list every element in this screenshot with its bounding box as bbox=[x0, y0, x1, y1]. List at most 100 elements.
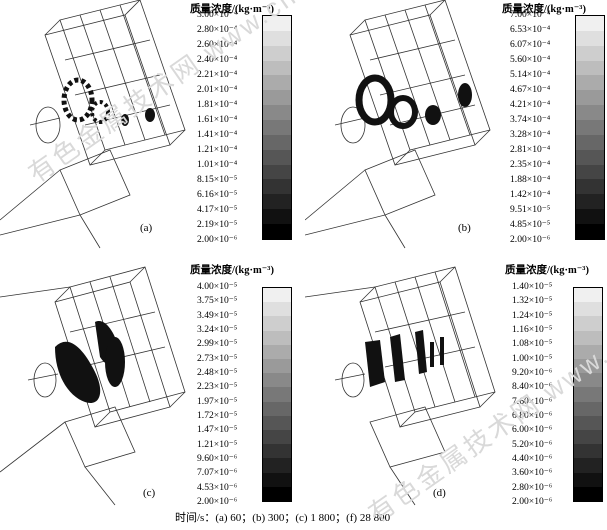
colorbar-tick-label: 1.08×10⁻⁵ bbox=[512, 338, 553, 350]
colorbar-swatch bbox=[574, 288, 602, 303]
colorbar-tick-label: 1.24×10⁻⁵ bbox=[512, 309, 553, 321]
colorbar-title: 质量浓度/(kg·m⁻³) bbox=[190, 265, 274, 276]
colorbar-tick-label: 4.85×10⁻⁵ bbox=[510, 219, 551, 230]
figure-caption: 时间/s：(a) 60；(b) 300；(c) 1 800；(f) 28 800 bbox=[175, 512, 391, 524]
colorbar-swatch bbox=[576, 45, 604, 61]
colorbar-swatch bbox=[263, 120, 291, 135]
colorbar-swatch bbox=[574, 373, 602, 388]
colorbar-tick-label: 4.17×10⁻⁵ bbox=[197, 204, 238, 215]
colorbar-swatch bbox=[263, 134, 291, 150]
colorbar-swatch bbox=[576, 134, 604, 150]
colorbar-swatch bbox=[576, 120, 604, 135]
colorbar-swatch bbox=[574, 415, 602, 431]
equipment-wireframe bbox=[305, 0, 491, 249]
colorbar-swatch bbox=[574, 330, 602, 345]
colorbar-swatch bbox=[574, 472, 602, 487]
colorbar-tick-label: 2.73×10⁻⁵ bbox=[197, 352, 238, 364]
colorbar-tick-label: 8.40×10⁻⁶ bbox=[512, 381, 553, 393]
colorbar-swatch bbox=[263, 472, 291, 487]
colorbar-swatch bbox=[263, 179, 291, 195]
concentration-blobs bbox=[355, 74, 472, 129]
colorbar-swatch bbox=[574, 444, 602, 459]
colorbar-swatch bbox=[574, 401, 602, 416]
colorbar-swatch bbox=[263, 387, 291, 402]
colorbar-tick-label: 7.07×10⁻⁶ bbox=[197, 467, 238, 479]
colorbar bbox=[573, 287, 603, 502]
colorbar bbox=[575, 15, 605, 240]
colorbar-title: 质量浓度/(kg·m⁻³) bbox=[505, 265, 589, 276]
colorbar-tick-label: 4.67×10⁻⁴ bbox=[510, 84, 551, 95]
colorbar-tick-label: 9.51×10⁻⁵ bbox=[510, 204, 551, 215]
colorbar-tick-label: 3.24×10⁻⁵ bbox=[197, 324, 238, 335]
colorbar-tick-label: 5.14×10⁻⁴ bbox=[510, 69, 551, 80]
panel-label: (b) bbox=[458, 222, 471, 234]
colorbar-tick-label: 3.49×10⁻⁵ bbox=[197, 309, 238, 321]
colorbar-tick-label: 6.53×10⁻⁴ bbox=[510, 24, 551, 35]
colorbar-swatch bbox=[263, 302, 291, 317]
colorbar-swatch bbox=[263, 415, 291, 431]
colorbar-swatch bbox=[263, 401, 291, 416]
colorbar-tick-label: 2.21×10⁻⁴ bbox=[197, 69, 238, 80]
colorbar-swatch bbox=[574, 387, 602, 402]
colorbar-tick-label: 1.88×10⁻⁴ bbox=[510, 174, 551, 185]
colorbar-tick-label: 1.42×10⁻⁴ bbox=[510, 189, 551, 200]
colorbar-swatch bbox=[576, 164, 604, 180]
colorbar-tick-label: 6.07×10⁻⁴ bbox=[510, 39, 551, 50]
colorbar-tick-label: 8.15×10⁻⁵ bbox=[197, 174, 238, 185]
colorbar-tick-label: 3.60×10⁻⁶ bbox=[512, 467, 553, 479]
concentration-blobs bbox=[61, 77, 155, 126]
colorbar-tick-label: 2.01×10⁻⁴ bbox=[197, 84, 238, 95]
colorbar-tick-label: 2.00×10⁻⁶ bbox=[197, 496, 238, 507]
colorbar-tick-label: 3.00×10⁻⁴ bbox=[197, 9, 238, 20]
colorbar-tick-label: 6.16×10⁻⁵ bbox=[197, 189, 238, 200]
colorbar-tick-label: 5.60×10⁻⁴ bbox=[510, 54, 551, 65]
colorbar-tick-label: 1.32×10⁻⁵ bbox=[512, 295, 553, 307]
colorbar-swatch bbox=[263, 224, 291, 239]
colorbar-swatch bbox=[576, 60, 604, 76]
colorbar-tick-label: 2.80×10⁻⁶ bbox=[512, 481, 553, 493]
colorbar-swatch bbox=[263, 373, 291, 388]
panel-label: (c) bbox=[143, 487, 156, 499]
colorbar-swatch bbox=[263, 344, 291, 360]
colorbar-tick-label: 2.00×10⁻⁶ bbox=[512, 496, 553, 507]
colorbar-tick-label: 1.61×10⁻⁴ bbox=[197, 114, 238, 125]
colorbar-swatch bbox=[576, 75, 604, 91]
colorbar-tick-label: 3.28×10⁻⁴ bbox=[510, 129, 551, 140]
colorbar-swatch bbox=[263, 90, 291, 106]
colorbar-tick-label: 1.21×10⁻⁵ bbox=[197, 438, 238, 450]
colorbar-tick-label: 7.00×10⁻⁴ bbox=[510, 9, 551, 20]
colorbar-swatch bbox=[576, 194, 604, 210]
colorbar-tick-label: 1.72×10⁻⁵ bbox=[197, 410, 238, 421]
colorbar-tick-label: 1.41×10⁻⁴ bbox=[197, 129, 238, 140]
colorbar-swatch bbox=[263, 316, 291, 331]
colorbar-tick-label: 2.81×10⁻⁴ bbox=[510, 144, 551, 155]
colorbar-swatch bbox=[263, 75, 291, 91]
equipment-wireframe bbox=[305, 266, 496, 506]
colorbar-tick-label: 3.74×10⁻⁴ bbox=[510, 114, 551, 125]
colorbar-swatch bbox=[263, 209, 291, 225]
colorbar-swatch bbox=[576, 16, 604, 31]
colorbar-swatch bbox=[574, 430, 602, 445]
colorbar-title: 质量浓度/(kg·m⁻³) bbox=[190, 4, 274, 15]
colorbar-swatch bbox=[574, 302, 602, 317]
colorbar-swatch bbox=[263, 164, 291, 180]
colorbar-tick-label: 4.40×10⁻⁶ bbox=[512, 453, 553, 464]
colorbar-swatch bbox=[263, 444, 291, 459]
colorbar-tick-label: 5.20×10⁻⁶ bbox=[512, 438, 553, 450]
colorbar bbox=[262, 287, 292, 502]
colorbar-tick-label: 9.20×10⁻⁶ bbox=[512, 367, 553, 378]
colorbar bbox=[262, 15, 292, 240]
concentration-blobs bbox=[365, 330, 444, 387]
colorbar-tick-label: 2.80×10⁻⁴ bbox=[197, 24, 238, 35]
colorbar-swatch bbox=[574, 359, 602, 374]
colorbar-tick-label: 4.21×10⁻⁴ bbox=[510, 99, 551, 110]
equipment-wireframe bbox=[0, 0, 186, 249]
colorbar-swatch bbox=[263, 486, 291, 502]
colorbar-swatch bbox=[574, 344, 602, 360]
colorbar-tick-label: 1.01×10⁻⁴ bbox=[197, 159, 238, 170]
colorbar-tick-label: 1.16×10⁻⁵ bbox=[512, 324, 553, 335]
